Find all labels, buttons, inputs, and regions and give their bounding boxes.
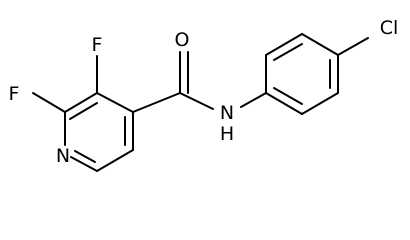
bond-c4-carbonyl bbox=[132, 92, 181, 113]
bond-carbonyl-n bbox=[179, 92, 214, 110]
bond-ph-c2-c3-inner bbox=[273, 43, 303, 61]
pyridine-ring bbox=[64, 92, 134, 172]
atom-label-carbonyl-oxygen: O bbox=[175, 29, 190, 51]
bond-ph-c5-c6 bbox=[301, 92, 339, 115]
bond-ring-c6-n bbox=[70, 156, 98, 172]
atom-label-ring-nitrogen: N bbox=[56, 145, 70, 167]
bond-ph-c6-c1 bbox=[265, 92, 303, 115]
bond-c4-cl bbox=[337, 37, 369, 56]
bond-ring-c2-c3 bbox=[64, 92, 98, 113]
bond-ring-c6-n-inner bbox=[74, 150, 96, 163]
bond-ring-c5-c6 bbox=[96, 149, 134, 172]
bond-ph-c2-c3 bbox=[265, 33, 303, 56]
atom-label-amide-hydrogen: H bbox=[220, 123, 234, 145]
atom-label-amide-nitrogen: N bbox=[220, 102, 234, 124]
bond-ring-c3-c4 bbox=[96, 92, 134, 113]
chlorophenyl-ring bbox=[265, 33, 339, 115]
atom-label-chlorine: Cl bbox=[380, 17, 399, 39]
bond-ph-c6-c1-inner bbox=[273, 87, 303, 105]
bond-n-aryl bbox=[240, 92, 267, 108]
molecule-structure: F F N O N H Cl bbox=[9, 17, 399, 172]
atom-label-fluorine-left: F bbox=[9, 83, 20, 105]
atom-label-fluorine-upper: F bbox=[92, 34, 103, 56]
bond-ring-c2-c3-inner bbox=[69, 102, 98, 120]
bond-ph-c3-c4 bbox=[301, 33, 339, 56]
bond-c2-f bbox=[32, 92, 66, 113]
